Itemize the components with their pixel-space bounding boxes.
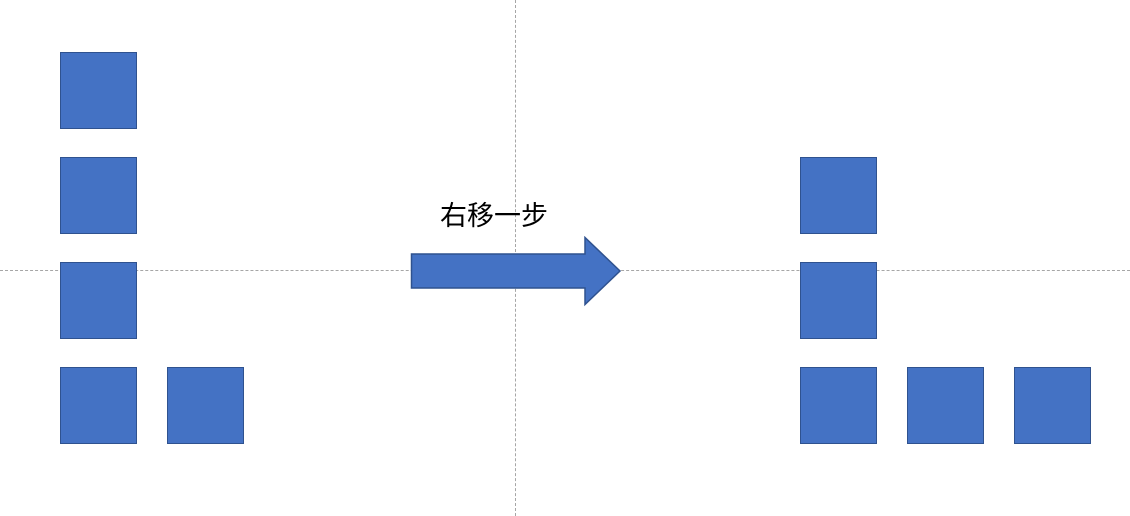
before-tile [60,367,137,444]
after-tile [800,367,877,444]
after-tile [907,367,984,444]
right-arrow-icon [410,235,622,307]
arrow-label: 右移一步 [440,201,548,232]
after-tile [1014,367,1091,444]
before-tile [60,52,137,129]
after-tile [800,157,877,234]
before-tile [167,367,244,444]
before-tile [60,262,137,339]
after-tile [800,262,877,339]
before-tile [60,157,137,234]
right-arrow [410,235,622,308]
